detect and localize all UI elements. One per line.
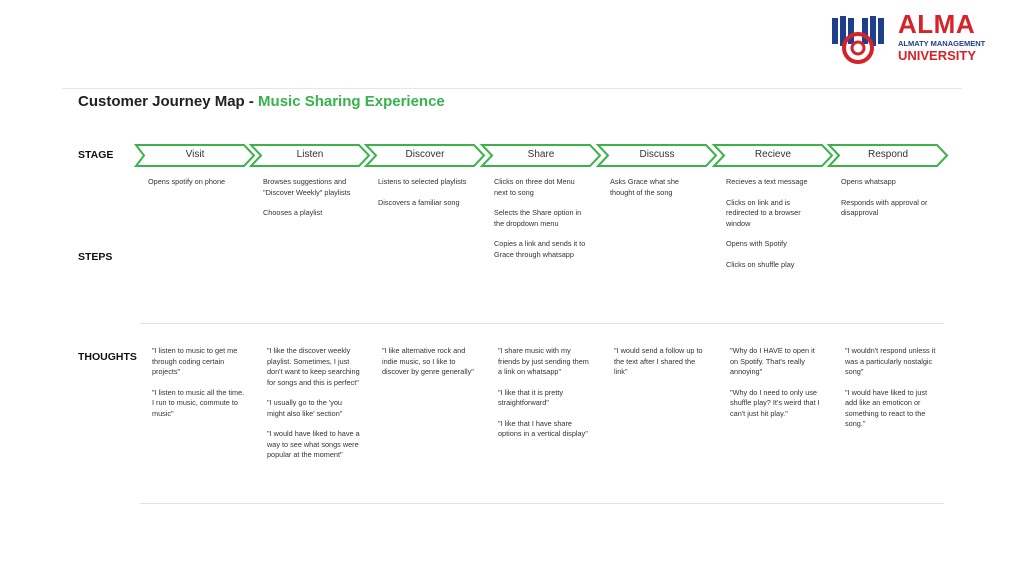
page-title: Customer Journey Map - Music Sharing Exp… — [78, 93, 445, 110]
thought-item: "I like the discover weekly playlist. So… — [267, 346, 360, 387]
step-item: Listens to selected playlists — [378, 177, 467, 186]
step-item: Clicks on three dot Menu next to song — [494, 177, 575, 197]
brand-university: UNIVERSITY — [898, 48, 977, 63]
university-emblem-icon — [832, 16, 884, 64]
thought-item: "I like that I have share options in a v… — [498, 418, 588, 439]
steps-divider — [140, 323, 944, 324]
thought-column: "I share music with my friends by just s… — [498, 346, 592, 450]
thought-item: "I like alternative rock and indie music… — [382, 346, 474, 376]
step-item: Selects the Share option in the dropdown… — [494, 208, 582, 228]
stage-arrow — [248, 144, 371, 167]
thought-item: "I wouldn't respond unless it was a part… — [845, 346, 936, 376]
thought-item: "Why do I HAVE to open it on Spotify. Th… — [730, 346, 815, 376]
stage-label: Discuss — [639, 149, 675, 160]
stage-arrow — [133, 144, 256, 167]
brand-name: ALMA — [898, 9, 976, 39]
stage-label: Recieve — [754, 149, 792, 160]
thought-column: "I like the discover weekly playlist. So… — [267, 346, 361, 471]
brand-text: ALMA ALMATY MANAGEMENT UNIVERSITY — [898, 10, 1008, 63]
stage-label: Share — [527, 149, 555, 160]
title-main: Customer Journey Map - — [78, 93, 259, 110]
stage-label: Visit — [185, 149, 205, 160]
stage-arrow — [363, 144, 486, 167]
step-item: Chooses a playlist — [263, 208, 323, 217]
thought-item: "I usually go to the 'you might also lik… — [267, 398, 343, 418]
thought-item: "I listen to music to get me through cod… — [152, 346, 238, 376]
brand-subtitle: ALMATY MANAGEMENT — [898, 39, 986, 48]
step-item: Copies a link and sends it to Grace thro… — [494, 239, 586, 259]
thought-column: "I would send a follow up to the text af… — [614, 346, 708, 388]
stage-label: Respond — [867, 149, 909, 160]
stage-label: Listen — [296, 149, 324, 160]
stage-label: Discover — [405, 149, 445, 160]
alma-logo: ALMA ALMATY MANAGEMENT UNIVERSITY — [828, 10, 998, 70]
step-column: Browses suggestions and "Discover Weekly… — [263, 177, 357, 229]
thought-column: "Why do I HAVE to open it on Spotify. Th… — [730, 346, 824, 429]
thought-item: "I would have liked to have a way to see… — [267, 429, 360, 459]
thought-item: "I would have liked to just add like an … — [845, 387, 928, 429]
thought-item: "I would send a follow up to the text af… — [614, 346, 703, 376]
bottom-divider — [140, 503, 944, 504]
step-item: Responds with approval or disapproval — [841, 197, 928, 218]
stage-arrow — [826, 144, 949, 167]
steps-row-label: STEPS — [78, 251, 113, 263]
thoughts-row-label: THOUGHTS — [78, 351, 137, 363]
thought-item: "Why do I need to only use shuffle play?… — [730, 387, 820, 418]
stage-arrow — [479, 144, 602, 167]
step-item: Clicks on link and is redirected to a br… — [726, 197, 801, 228]
thought-item: "I listen to music all the time. I run t… — [152, 387, 245, 418]
step-item: Discovers a familiar song — [378, 197, 460, 207]
step-item: Opens with Spotify — [726, 239, 787, 248]
step-item: Recieves a text message — [726, 177, 808, 186]
thought-column: "I like alternative rock and indie music… — [382, 346, 476, 388]
stage-arrows — [133, 144, 949, 167]
step-item: Opens spotify on phone — [148, 177, 226, 186]
step-item: Opens whatsapp — [841, 177, 896, 186]
thought-item: "I like that it is pretty straightforwar… — [498, 387, 564, 408]
step-column: Opens spotify on phone — [148, 177, 242, 198]
title-accent: Music Sharing Experience — [258, 93, 445, 110]
top-divider — [62, 88, 962, 89]
step-item: Clicks on shuffle play — [726, 259, 795, 269]
thought-column: "I listen to music to get me through cod… — [152, 346, 246, 429]
step-item: Browses suggestions and "Discover Weekly… — [263, 177, 351, 197]
stage-row-label: STAGE — [78, 149, 114, 161]
thought-item: "I share music with my friends by just s… — [498, 346, 589, 376]
step-item: Asks Grace what she thought of the song — [610, 177, 679, 197]
step-column: Asks Grace what she thought of the song — [610, 177, 704, 208]
stage-arrow — [595, 144, 718, 167]
stage-arrow — [711, 144, 834, 167]
thought-column: "I wouldn't respond unless it was a part… — [845, 346, 939, 440]
